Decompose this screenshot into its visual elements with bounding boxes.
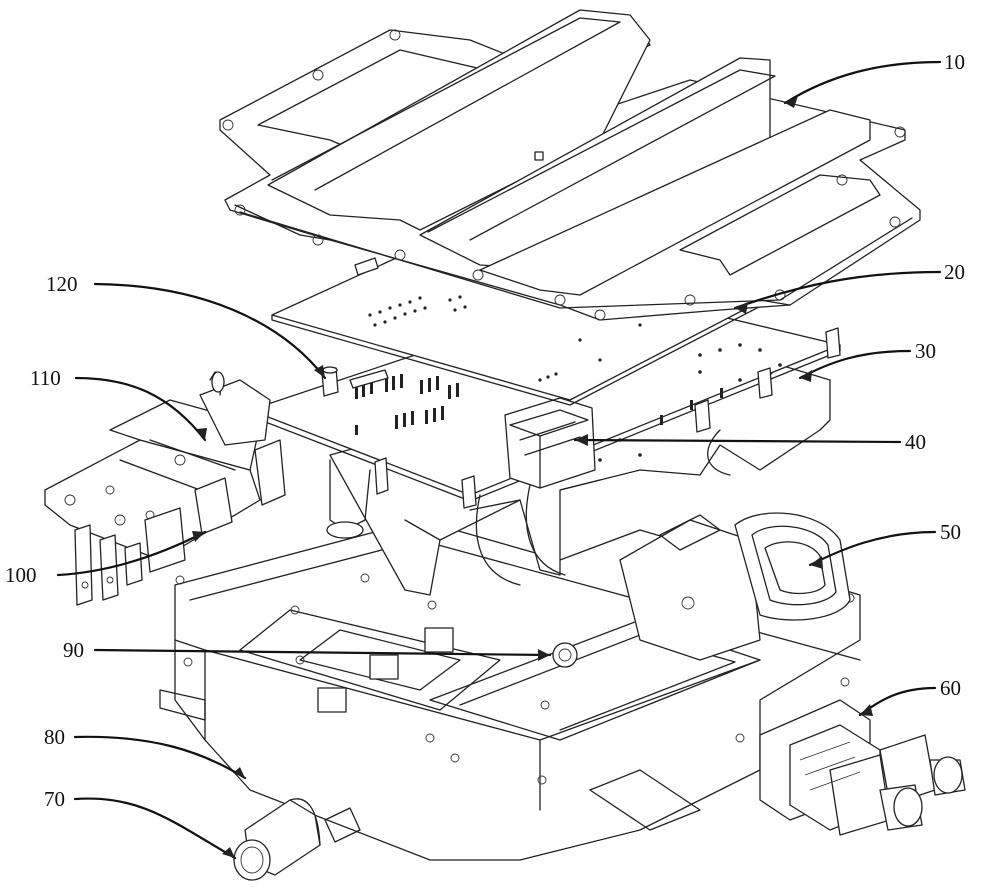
label-90: 90 [63,638,84,662]
leader-110 [74,376,207,442]
leader-120 [93,282,327,380]
label-100: 100 [5,563,37,587]
leader-70 [73,797,237,860]
reference-labels: 10 20 30 40 50 60 70 80 90 100 110 120 [5,50,965,811]
arrowheads [192,96,873,858]
leader-40 [573,438,902,444]
label-10: 10 [944,50,965,74]
component-pins [355,374,723,435]
top-cover [219,9,921,321]
label-50: 50 [940,520,961,544]
leader-90 [93,648,552,657]
coolant-pipe [233,798,361,881]
label-110: 110 [30,366,61,390]
signal-connector [619,512,851,661]
leader-lines [56,60,942,860]
label-20: 20 [944,260,965,284]
label-60: 60 [940,676,961,700]
terminal-bracket [74,507,186,606]
leader-20 [733,270,942,310]
busbar-assembly [44,371,286,561]
label-70: 70 [44,787,65,811]
leader-10 [783,60,942,105]
mounting-holes [222,29,906,321]
center-marker [534,151,544,161]
label-120: 120 [46,272,78,296]
label-40: 40 [905,430,926,454]
hv-connectors [759,699,966,836]
leader-80 [73,735,247,780]
label-80: 80 [44,725,65,749]
label-30: 30 [915,339,936,363]
leader-100 [56,530,207,577]
board-connector [504,397,596,489]
standoff [321,366,339,397]
